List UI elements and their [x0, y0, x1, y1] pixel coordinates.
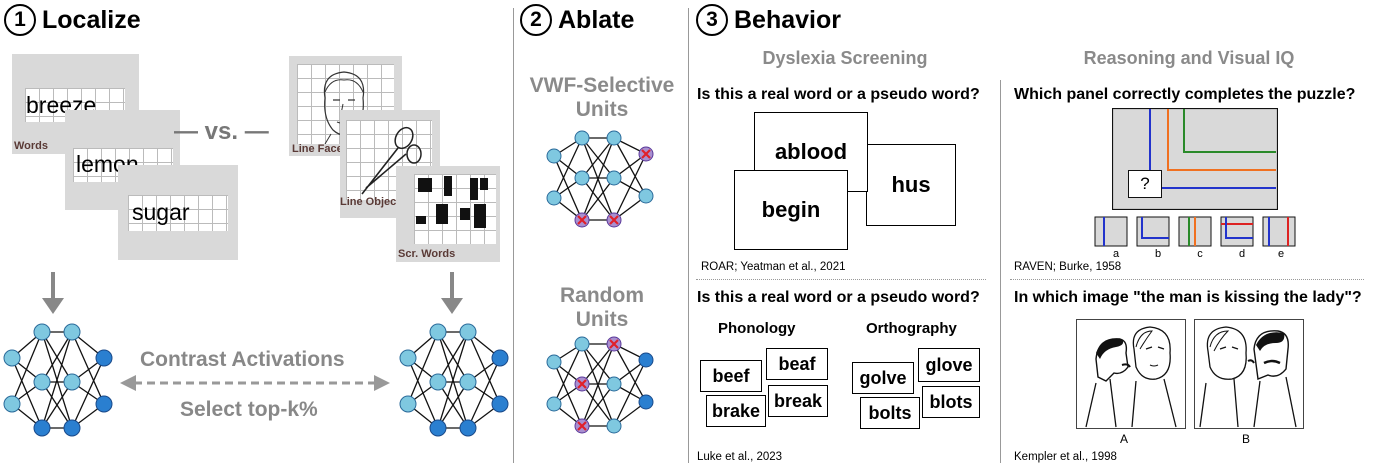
- step-number-2: 2: [520, 4, 552, 36]
- behavior-title: Behavior: [734, 5, 841, 34]
- option-label-d: d: [1238, 248, 1246, 260]
- kissing-image-a: [1076, 319, 1186, 429]
- divider-behavior-columns: [1000, 80, 1001, 463]
- image-label-a: A: [1120, 432, 1129, 446]
- image-label-b: B: [1242, 432, 1251, 446]
- ablate-title: Ablate: [558, 5, 635, 34]
- word-glove: glove: [918, 348, 980, 382]
- step-number-3: 3: [696, 4, 728, 36]
- divider-ablate-behavior: [688, 8, 689, 463]
- roar-citation: ROAR; Yeatman et al., 2021: [701, 261, 846, 273]
- reasoning-separator: [1010, 279, 1364, 280]
- word-brake: brake: [706, 395, 766, 427]
- scissors-drawing-icon: [361, 126, 422, 195]
- line-faces-label: Line Faces: [292, 143, 349, 155]
- phonology-label: Phonology: [718, 320, 796, 337]
- word-bolts: bolts: [860, 397, 920, 429]
- luke-citation: Luke et al., 2023: [697, 451, 783, 463]
- vs-label: — vs. —: [174, 118, 269, 145]
- arrow-down-left-icon: [42, 272, 64, 314]
- option-label-b: b: [1154, 248, 1162, 260]
- kissing-image-b: [1194, 319, 1304, 429]
- raven-answer-options: [1094, 216, 1296, 247]
- network-right: [399, 323, 509, 437]
- word-beef: beef: [700, 360, 762, 392]
- network-random-ablated: [546, 336, 654, 434]
- question-real-word-1: Is this a real word or a pseudo word?: [697, 86, 980, 103]
- option-label-c: c: [1197, 248, 1203, 260]
- scr-words-label: Scr. Words: [398, 248, 456, 260]
- question-puzzle: Which panel correctly completes the puzz…: [1014, 86, 1356, 103]
- network-vwf-ablated: [546, 130, 654, 228]
- kempler-citation: Kempler et al., 1998: [1014, 451, 1117, 463]
- puzzle-question-mark: ?: [1128, 170, 1162, 198]
- word-sugar: sugar: [132, 199, 190, 225]
- network-left: [3, 323, 113, 437]
- dyslexia-screening-heading: Dyslexia Screening: [762, 48, 928, 68]
- word-stimulus-breeze: breeze Words: [12, 54, 139, 154]
- section-title-localize: 1 Localize: [4, 4, 141, 36]
- word-stimulus-sugar: sugar: [118, 165, 238, 260]
- raven-option-labels: a b c d e: [1095, 248, 1299, 260]
- question-kissing: In which image "the man is kissing the l…: [1014, 289, 1362, 306]
- orthography-label: Orthography: [866, 320, 957, 337]
- raven-citation: RAVEN; Burke, 1958: [1014, 261, 1122, 273]
- dyslexia-separator: [696, 279, 986, 280]
- double-arrow-icon: [120, 375, 390, 391]
- localize-title: Localize: [42, 5, 141, 34]
- word-blots: blots: [922, 386, 980, 418]
- random-units-heading: Random Units: [516, 284, 688, 332]
- card-hus: hus: [866, 144, 956, 226]
- scrambled-letters-icon: [416, 176, 488, 228]
- words-label: Words: [14, 140, 49, 152]
- word-break: break: [768, 385, 828, 417]
- divider-localize-ablate: [513, 8, 514, 463]
- contrast-activations-label: Contrast Activations: [140, 348, 345, 371]
- random-heading-line2: Units: [575, 308, 629, 331]
- vwf-selective-units-heading: VWF-Selective Units: [516, 74, 688, 122]
- word-golve: golve: [852, 362, 914, 394]
- section-title-ablate: 2 Ablate: [520, 4, 634, 36]
- option-label-a: a: [1112, 248, 1120, 260]
- vwf-heading-line2: Units: [575, 98, 629, 121]
- word-beaf: beaf: [766, 348, 828, 380]
- card-begin: begin: [734, 170, 848, 250]
- vwf-heading-line1: VWF-Selective: [529, 74, 675, 97]
- reasoning-visual-iq-heading: Reasoning and Visual IQ: [1083, 48, 1295, 68]
- select-topk-label: Select top-k%: [180, 398, 318, 421]
- section-title-behavior: 3 Behavior: [696, 4, 841, 36]
- scrambled-words-stimulus: Scr. Words: [396, 166, 500, 262]
- step-number-1: 1: [4, 4, 36, 36]
- option-label-e: e: [1277, 248, 1285, 260]
- question-real-word-2: Is this a real word or a pseudo word?: [697, 289, 980, 306]
- line-objects-label: Line Objects: [340, 196, 407, 208]
- arrow-down-right-icon: [441, 272, 463, 314]
- random-heading-line1: Random: [560, 284, 644, 307]
- line-objects-stimulus: Line Objects: [340, 110, 440, 218]
